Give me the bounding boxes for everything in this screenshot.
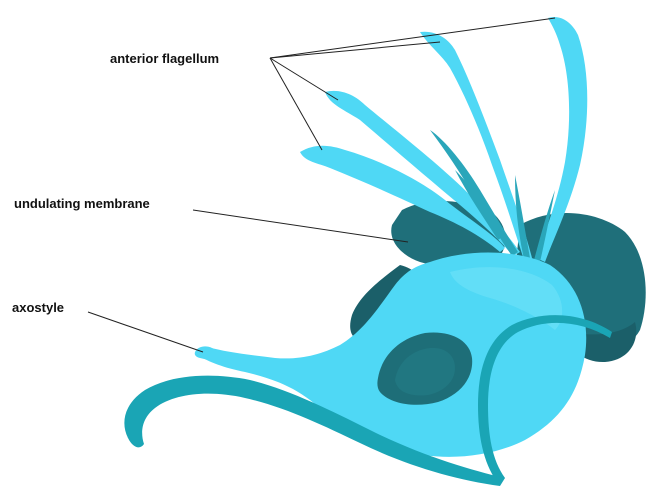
label-axostyle: axostyle xyxy=(12,300,64,315)
leader-flagellum-2 xyxy=(270,42,440,58)
label-anterior-flagellum: anterior flagellum xyxy=(110,51,219,66)
leader-axostyle xyxy=(88,312,203,352)
flagellum-shade-3 xyxy=(515,175,530,259)
leader-undulating-membrane xyxy=(193,210,408,242)
leader-flagellum-4 xyxy=(270,58,322,150)
leader-flagellum-1 xyxy=(270,18,555,58)
label-undulating-membrane: undulating membrane xyxy=(14,196,150,211)
leader-flagellum-3 xyxy=(270,58,338,100)
